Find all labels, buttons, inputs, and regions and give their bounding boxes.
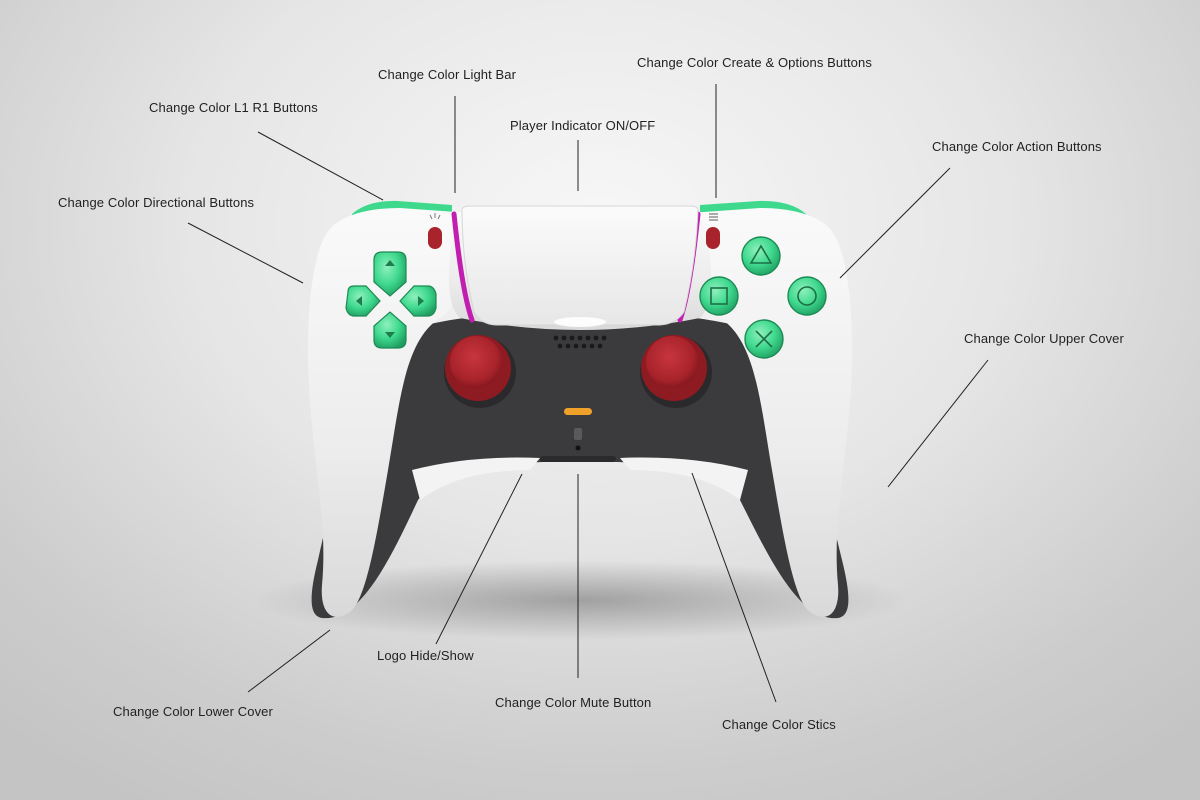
cross-icon [755,330,773,348]
left-grip-edge [412,457,540,500]
options-button[interactable] [706,227,720,249]
leader-lines [187,84,989,703]
dpad-left-button[interactable] [345,285,381,317]
dpad-right-button[interactable] [399,285,437,317]
callout-l1-r1: Change Color L1 R1 Buttons [149,100,318,115]
dpad-down-button[interactable] [373,311,407,349]
right-grip-edge [620,457,748,500]
callout-lower-cover: Change Color Lower Cover [113,704,273,719]
dpad-up-button[interactable] [373,251,407,297]
callout-sticks: Change Color Stics [722,717,836,732]
headset-jack [575,445,581,451]
triangle-icon [749,244,773,264]
square-icon [710,287,728,305]
options-glyph-icon [709,213,718,221]
arrow-down-icon [385,332,395,338]
callout-mute-button: Change Color Mute Button [495,695,652,710]
create-glyph-icon [429,213,441,220]
callout-directional-buttons: Change Color Directional Buttons [58,195,255,210]
arrow-left-icon [356,296,362,306]
directional-buttons [345,251,437,349]
square-button[interactable] [699,276,739,316]
ps-logo[interactable] [574,428,582,440]
lower-cover[interactable] [311,312,849,619]
left-stick[interactable] [444,335,516,408]
callout-create-options: Change Color Create & Options Buttons [637,55,872,70]
circle-button[interactable] [787,276,827,316]
mute-button[interactable] [564,408,592,415]
arrow-up-icon [385,260,395,266]
triangle-button[interactable] [741,236,781,276]
callout-upper-cover: Change Color Upper Cover [964,331,1124,346]
action-buttons [699,236,827,359]
callout-player-indicator: Player Indicator ON/OFF [510,118,656,133]
floor-shadow [250,560,910,640]
player-indicator [554,317,606,327]
cross-button[interactable] [744,319,784,359]
light-bar-left[interactable] [451,211,475,323]
arrow-right-icon [418,296,424,306]
create-button[interactable] [428,227,442,249]
circle-icon [797,286,817,306]
callout-light-bar: Change Color Light Bar [378,67,517,82]
right-stick[interactable] [640,335,712,408]
speaker-grille [553,335,607,349]
callout-logo: Logo Hide/Show [377,648,474,663]
callout-action-buttons: Change Color Action Buttons [932,139,1102,154]
touchpad[interactable] [461,205,699,326]
charge-port-strip [540,456,616,462]
